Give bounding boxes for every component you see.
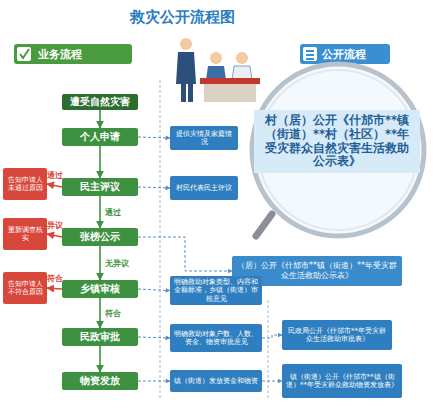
header-banner [300,44,390,64]
flow-arrow [138,237,232,271]
box-text: 遭受自然灾害 [70,96,130,108]
flow-arrow [99,110,101,128]
box-text: 镇（街道）公开《什邡市**镇（街道）**年受灾群众救助物资发放表》 [285,373,399,390]
box-text: 镇（街道）发放资金和物资 [174,377,258,385]
flow-arrow [47,184,62,187]
edge-label: 通过 [105,207,121,218]
box-text: 村（居）公开《什邡市**镇（街道）**村（社区）**年受灾群众自然灾害生活救助公… [260,114,414,169]
box-text: 乡镇审核 [80,283,120,295]
check-icon [20,49,29,58]
box-text: 民政审批 [80,331,120,343]
header-icon [306,54,314,56]
disclosure-box: 村民代表民主评议 [170,176,238,200]
start-box: 遭受自然灾害 [62,94,138,110]
disclosure-box: 镇（街道）公开《什邡市**镇（街道）**年受灾群众救助物资发放表》 [282,364,402,398]
flow-arrow [99,346,101,372]
disclosure-box: 明确救助对象类型、内容和金额标准，乡镇（街道）审核意见 [170,276,262,305]
dashed-guide [268,300,269,400]
flow-arrow [99,246,101,280]
flow-arrow [262,335,282,338]
edge-label: 符合 [105,308,121,319]
box-text: 提供灾情及家庭情况 [173,130,235,147]
process-box: 乡镇审核 [62,280,138,298]
flow-arrow [99,298,101,328]
magnified-text: 村（居）公开《什邡市**镇（街道）**村（社区）**年受灾群众自然灾害生活救助公… [254,110,420,173]
box-text: 个人申请 [80,131,120,143]
flow-arrow [138,187,170,188]
people-illustration [176,38,260,102]
flow-arrow [262,381,282,382]
flow-arrow [138,289,170,291]
box-text: 物资发放 [80,375,120,387]
flow-arrow [99,196,101,228]
edge-label: 无异议 [105,258,129,269]
header-icon [306,58,314,60]
flow-arrow [138,337,170,338]
column-header: 业务流程 [38,47,82,62]
process-box: 物资发放 [62,372,138,390]
flow-arrow [47,234,62,237]
column-header: 公开流程 [322,47,366,62]
box-text: 民主评议 [80,181,120,193]
edge-label: 未通过 [39,170,63,181]
header-banner [14,44,132,64]
header-icon [306,50,314,52]
flow-arrow [99,146,101,178]
process-box: 民主评议 [62,178,138,196]
diagram-title: 救灾公开流程图 [130,8,235,27]
disclosure-box: 镇（街道）发放资金和物资 [170,370,262,392]
process-box: 个人申请 [62,128,138,146]
process-box: 张榜公示 [62,228,138,246]
edge-label: 不符合 [39,273,63,284]
dashed-guide [160,80,161,400]
box-text: 明确救助对象类型、内容和金额标准，乡镇（街道）审核意见 [173,278,259,303]
box-text: 明确救助对象户数、人数、资金、物资审批意见 [173,330,259,347]
box-text: 张榜公示 [80,231,120,243]
flow-arrow [47,288,62,289]
header-icon [17,47,31,61]
box-text: 民政局公开《什邡市**年受灾群众生活救助审批表》 [285,327,389,344]
magnifier [252,64,424,236]
disclosure-box: 明确救助对象户数、人数、资金、物资审批意见 [170,324,262,352]
edge-label: 有异议 [39,220,63,231]
disclosure-box: 民政局公开《什邡市**年受灾群众生活救助审批表》 [282,320,392,350]
box-text: 村民代表民主评议 [176,184,232,192]
header-icon [303,47,317,61]
flow-arrow [138,137,170,138]
process-box: 民政审批 [62,328,138,346]
flow-arrow [138,381,170,382]
disclosure-box: 提供灾情及家庭情况 [170,126,238,150]
